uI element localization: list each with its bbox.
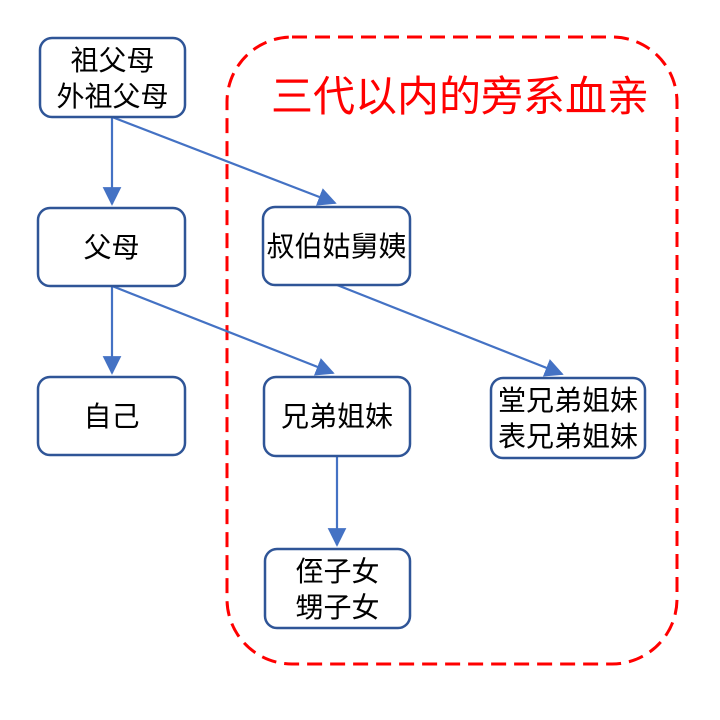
node-nephews-nieces-label-line2: 甥子女	[295, 592, 379, 623]
node-nephews-nieces: 侄子女 甥子女	[263, 547, 412, 630]
node-grandparents-label-line2: 外祖父母	[56, 81, 168, 112]
node-grandparents: 祖父母 外祖父母	[38, 36, 187, 119]
node-siblings-label: 兄弟姐妹	[281, 401, 393, 432]
node-siblings: 兄弟姐妹	[262, 375, 412, 458]
node-self: 自己	[36, 375, 187, 457]
diagram-title: 三代以内的旁系血亲	[271, 73, 649, 120]
node-siblings-box	[262, 375, 412, 458]
node-uncles-aunts: 叔伯姑舅姨	[261, 205, 412, 287]
collateral-relatives-region-border	[225, 35, 679, 666]
node-nephews-nieces-box	[263, 547, 412, 630]
node-self-box	[36, 375, 187, 457]
node-parents-label: 父母	[83, 232, 139, 263]
edge-uncles-aunts-to-cousins	[336, 283, 564, 377]
node-cousins-label-line1: 堂兄弟姐妹	[498, 385, 638, 416]
node-uncles-aunts-label: 叔伯姑舅姨	[266, 231, 406, 262]
node-cousins-box	[489, 376, 647, 460]
node-grandparents-label-line1: 祖父母	[70, 45, 154, 76]
edge-parents-to-siblings	[111, 284, 335, 376]
node-nephews-nieces-label-line1: 侄子女	[295, 556, 379, 587]
node-parents: 父母	[36, 206, 187, 288]
node-self-label: 自己	[83, 401, 139, 432]
edge-grandparents-to-uncles-aunts	[111, 115, 337, 206]
node-grandparents-box	[38, 36, 187, 119]
node-parents-box	[36, 206, 187, 288]
node-uncles-aunts-box	[261, 205, 412, 287]
node-cousins-label-line2: 表兄弟姐妹	[498, 421, 638, 452]
node-cousins: 堂兄弟姐妹 表兄弟姐妹	[489, 376, 647, 460]
